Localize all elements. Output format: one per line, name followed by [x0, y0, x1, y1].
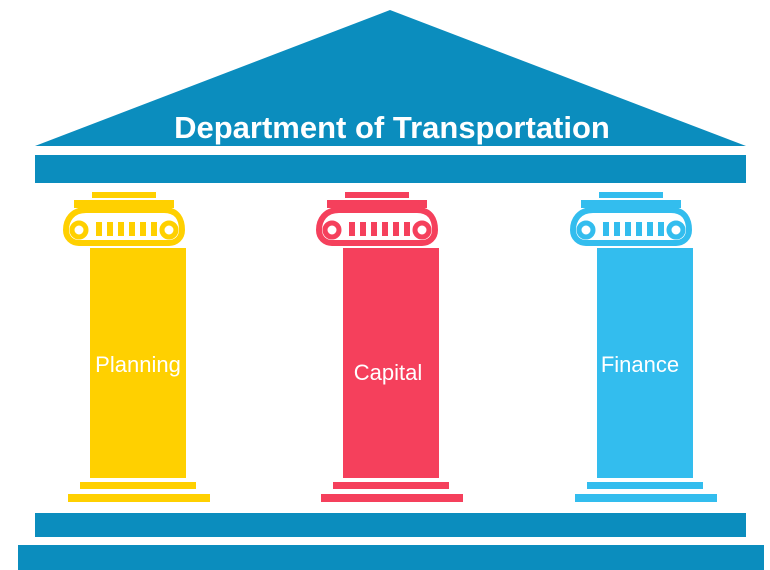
- pillar-planning-capital-flute: [107, 222, 113, 236]
- pillar-capital-capital-flute: [393, 222, 399, 236]
- pillar-finance-capital-flute: [647, 222, 653, 236]
- pillar-capital-capital-flute: [371, 222, 377, 236]
- pillar-planning-capital-flute: [118, 222, 124, 236]
- pillar-capital-capital-flute: [360, 222, 366, 236]
- pillar-capital-capital-flute: [382, 222, 388, 236]
- pillar-planning-label: Planning: [95, 352, 181, 377]
- pillar-finance: Finance: [569, 192, 717, 502]
- pillar-capital-volute-left: [322, 220, 342, 240]
- pillar-capital-shaft: [343, 248, 439, 478]
- pillar-finance-capital-flute: [658, 222, 664, 236]
- pillar-planning-base-upper: [80, 482, 196, 489]
- pillar-capital-capital-scroll: [315, 207, 439, 246]
- pillar-finance-top-cap: [599, 192, 663, 198]
- pillar-planning-capital-flute: [140, 222, 146, 236]
- roof-pediment: [35, 10, 746, 146]
- pillar-capital-abacus: [327, 200, 427, 208]
- pillar-finance-capital-flute: [625, 222, 631, 236]
- pillar-capital-volute-right: [412, 220, 432, 240]
- pillar-planning-capital-flute: [96, 222, 102, 236]
- pillar-planning: Planning: [62, 192, 210, 502]
- pillar-finance-capital-scroll: [569, 207, 693, 246]
- pillar-planning-volute-right: [159, 220, 179, 240]
- pillar-finance-abacus: [581, 200, 681, 208]
- pillar-finance-shaft: [597, 248, 693, 478]
- pillar-capital-label: Capital: [354, 360, 422, 385]
- pillar-capital-capital-flute: [404, 222, 410, 236]
- pillar-finance-capital-flute: [636, 222, 642, 236]
- pillar-planning-base-lower: [68, 494, 210, 502]
- roof-title: Department of Transportation: [174, 110, 610, 145]
- pillar-planning-top-cap: [92, 192, 156, 198]
- pillar-capital-capital-flute: [349, 222, 355, 236]
- pillar-planning-abacus: [74, 200, 174, 208]
- pillar-finance-base-upper: [587, 482, 703, 489]
- pillar-planning-capital-flute: [129, 222, 135, 236]
- pillar-finance-volute-left: [576, 220, 596, 240]
- pillar-planning-capital-flute: [151, 222, 157, 236]
- pillar-capital-top-cap: [345, 192, 409, 198]
- pillar-planning-capital-scroll: [62, 207, 186, 246]
- pillar-capital: Capital: [315, 192, 463, 502]
- pillar-planning-volute-left: [69, 220, 89, 240]
- pillar-planning-shaft: [90, 248, 186, 478]
- foundation-step-lower: [18, 545, 764, 570]
- pillar-capital-base-upper: [333, 482, 449, 489]
- entablature-beam: [35, 155, 746, 183]
- pillar-finance-capital-flute: [614, 222, 620, 236]
- pillar-capital-base-lower: [321, 494, 463, 502]
- pillar-finance-label: Finance: [601, 352, 679, 377]
- pillar-finance-capital-flute: [603, 222, 609, 236]
- pillar-finance-volute-right: [666, 220, 686, 240]
- pillar-finance-base-lower: [575, 494, 717, 502]
- foundation-step-upper: [35, 513, 746, 537]
